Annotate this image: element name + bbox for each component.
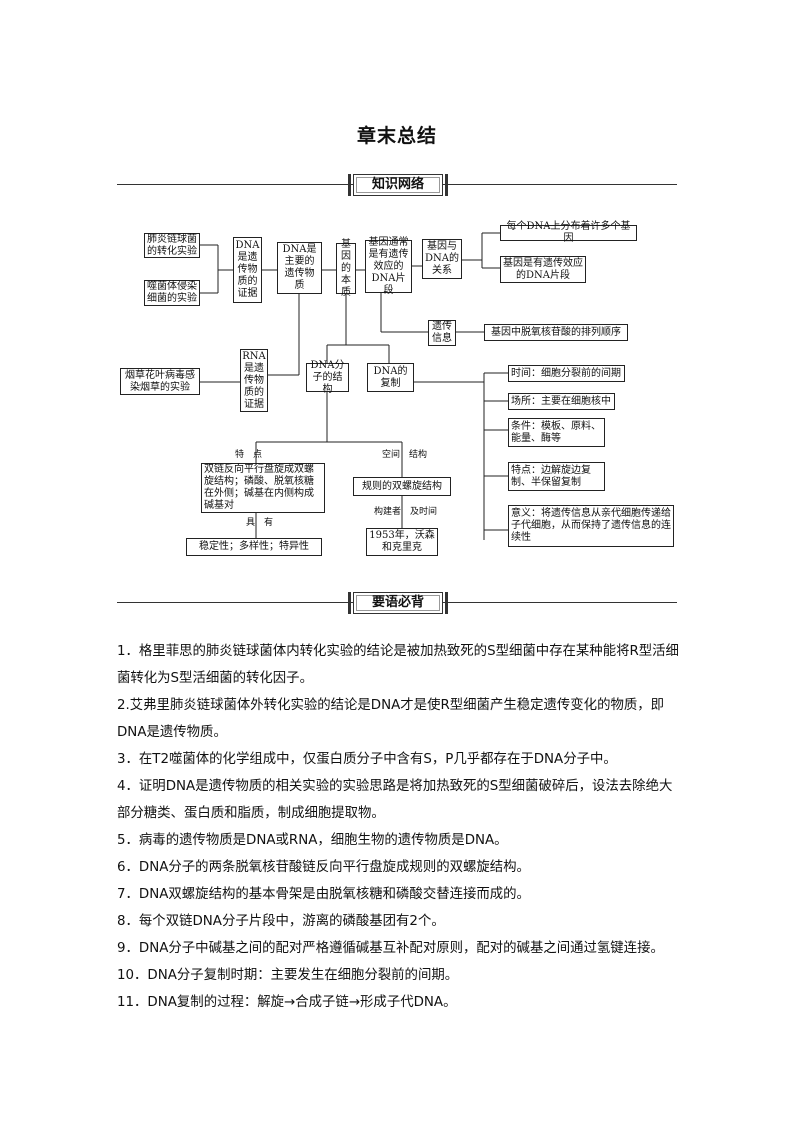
tmv-experiment-box: 烟草花叶病毒感染烟草的实验 [120, 368, 200, 395]
section-title: 知识网络 [348, 174, 448, 196]
key-points-list: 1．格里菲思的肺炎链球菌体内转化实验的结论是被加热致死的S型细菌中存在某种能将R… [117, 638, 679, 1016]
has-label: 具 有 [246, 518, 274, 528]
double-helix-box: 规则的双螺旋结构 [353, 477, 451, 496]
list-item: 3．在T2噬菌体的化学组成中，仅蛋白质分子中含有S，P几乎都存在于DNA分子中。 [117, 752, 617, 767]
rna-evidence-box: RNA是遗传物质的证据 [240, 349, 268, 412]
dna-evidence-box: DNA是遗传物质的证据 [233, 237, 262, 303]
properties-box: 稳定性；多样性；特异性 [186, 538, 322, 556]
gene-essence-box: 基因的本质 [336, 239, 356, 298]
builders-box: 1953年，沃森和克里克 [366, 528, 438, 556]
dna-replication-box: DNA的复制 [367, 363, 414, 392]
structure-features-box: 双链反向平行盘旋成双螺旋结构；磷酸、脱氧核糖在外侧；碱基在内侧构成碱基对 [201, 463, 325, 513]
dna-main-box: DNA是主要的遗传物质 [277, 242, 322, 294]
gene-fragment-box: 基因通常是有遗传效应的DNA片段 [365, 237, 412, 296]
page-title: 章末总结 [356, 125, 437, 147]
nucleotide-order-box: 基因中脱氧核苷酸的排列顺序 [484, 324, 628, 341]
replication-place-box: 场所：主要在细胞核中 [508, 393, 615, 410]
features-label: 特 点 [235, 450, 263, 460]
many-genes-box: 每个DNA上分布着许多个基因 [500, 221, 637, 244]
section-header-network: 知识网络 [117, 174, 677, 196]
list-item: 11．DNA复制的过程：解旋→合成子链→形成子代DNA。 [117, 995, 457, 1010]
genetic-info-box: 遗传信息 [428, 320, 456, 346]
pneumococcus-experiment-box: 肺炎链球菌的转化实验 [144, 233, 200, 258]
list-item: 4．证明DNA是遗传物质的相关实验的实验思路是将加热致死的S型细菌破碎后，设法去… [117, 779, 673, 821]
list-item: 7．DNA双螺旋结构的基本骨架是由脱氧核糖和磷酸交替连接而成的。 [117, 887, 530, 902]
gene-is-fragment-box: 基因是有遗传效应的DNA片段 [500, 256, 586, 283]
replication-conditions-box: 条件：模板、原料、能量、酶等 [508, 418, 605, 447]
replication-features-box: 特点：边解旋边复制、半保留复制 [508, 462, 605, 491]
list-item: 2.艾弗里肺炎链球菌体外转化实验的结论是DNA才是使R型细菌产生稳定遗传变化的物… [117, 698, 665, 740]
replication-meaning-box: 意义：将遗传信息从亲代细胞传递给子代细胞，从而保持了遗传信息的连续性 [508, 505, 674, 547]
section-header-key-points: 要语必背 [117, 592, 677, 614]
builder-time-label: 构建者 及时间 [374, 507, 438, 517]
list-item: 9．DNA分子中碱基之间的配对严格遵循碱基互补配对原则，配对的碱基之间通过氢键连… [117, 941, 664, 956]
list-item: 5．病毒的遗传物质是DNA或RNA，细胞生物的遗传物质是DNA。 [117, 833, 508, 848]
phage-experiment-box: 噬菌体侵染细菌的实验 [144, 280, 200, 306]
list-item: 10．DNA分子复制时期：主要发生在细胞分裂前的间期。 [117, 968, 459, 983]
gene-dna-relation-box: 基因与DNA的关系 [422, 239, 462, 279]
dna-structure-box: DNA分子的结构 [306, 360, 349, 395]
space-structure-label: 空间 结构 [382, 450, 428, 460]
list-item: 8．每个双链DNA分子片段中，游离的磷酸基团有2个。 [117, 914, 445, 929]
list-item: 1．格里菲思的肺炎链球菌体内转化实验的结论是被加热致死的S型细菌中存在某种能将R… [117, 644, 679, 686]
list-item: 6．DNA分子的两条脱氧核苷酸链反向平行盘旋成规则的双螺旋结构。 [117, 860, 530, 875]
replication-time-box: 时间：细胞分裂前的间期 [508, 365, 625, 382]
section-title: 要语必背 [348, 592, 448, 614]
